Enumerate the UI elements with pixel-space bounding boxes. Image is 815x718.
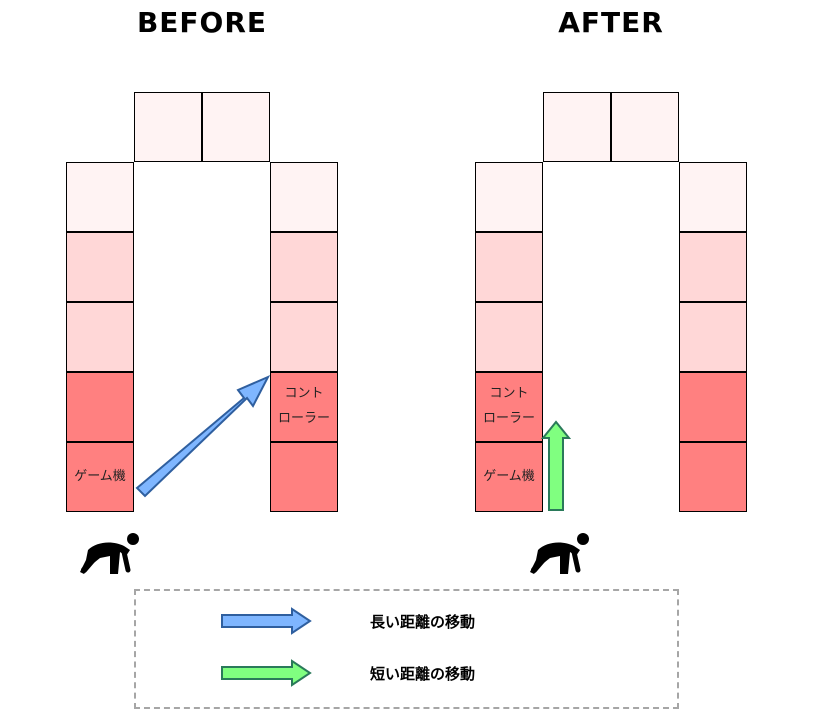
legend-long-label: 長い距離の移動 [370, 613, 476, 631]
before-game-label: ゲーム機 [74, 468, 126, 484]
before-right-cell-5 [270, 442, 338, 512]
before-top-left-cell [134, 92, 202, 162]
before-left-cell-2 [66, 232, 134, 302]
person-crouching-icon [530, 533, 589, 574]
before-left-cell-4 [66, 372, 134, 442]
after-left-cell-2 [475, 232, 543, 302]
after-game-label: ゲーム機 [483, 468, 535, 484]
before-title: BEFORE [136, 6, 268, 39]
before-left-cell-1 [66, 162, 134, 232]
before-controller-label: コント ローラー [277, 386, 330, 426]
legend-short-label: 短い距離の移動 [370, 665, 476, 683]
legend-box: 長い距離の移動 短い距離の移動 [134, 589, 679, 709]
legend-long-arrow [221, 607, 312, 635]
after-title: AFTER [558, 6, 664, 39]
after-top-left-cell [543, 92, 611, 162]
after-controller-cell: コント ローラー [475, 372, 543, 442]
before-game-cell: ゲーム機 [66, 442, 134, 512]
person-crouching-icon [80, 533, 139, 574]
after-left-cell-3 [475, 302, 543, 372]
after-right-cell-2 [679, 232, 747, 302]
before-controller-cell: コント ローラー [270, 372, 338, 442]
after-left-cell-1 [475, 162, 543, 232]
legend-short-arrow [221, 659, 312, 687]
before-top-right-cell [202, 92, 270, 162]
after-controller-label: コント ローラー [482, 386, 535, 426]
after-right-cell-4 [679, 372, 747, 442]
short-move-arrow [541, 420, 571, 511]
before-right-cell-3 [270, 302, 338, 372]
after-right-cell-3 [679, 302, 747, 372]
after-top-right-cell [611, 92, 679, 162]
after-right-cell-5 [679, 442, 747, 512]
before-right-cell-2 [270, 232, 338, 302]
after-right-cell-1 [679, 162, 747, 232]
before-right-cell-1 [270, 162, 338, 232]
after-game-cell: ゲーム機 [475, 442, 543, 512]
before-left-cell-3 [66, 302, 134, 372]
